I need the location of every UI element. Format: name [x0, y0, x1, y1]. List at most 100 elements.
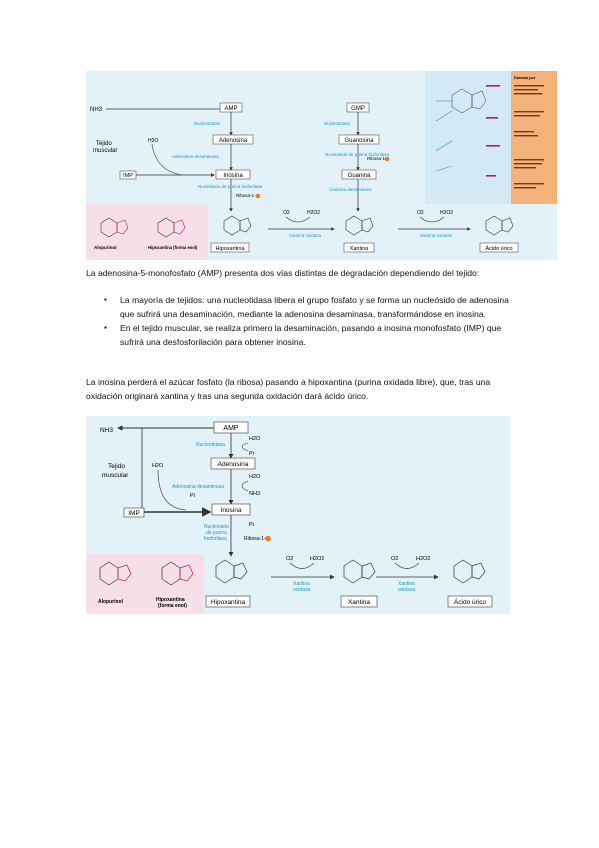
enzyme-nucleotidasa: Nucleotidasa — [194, 121, 221, 126]
enzyme-nucleotidasa-fig2: Nucleotidasa — [196, 442, 225, 448]
ribosa-label: Ribosa-1- — [236, 193, 256, 198]
pi-amp-label: Pi — [249, 451, 254, 457]
enzyme-nucleosido-fosforilasa: Nucleósido de purina fosforilasa — [198, 184, 263, 189]
figure-amp-degradation: NH3 Tejido muscular AMP Nucleotidasa H2O… — [86, 416, 510, 614]
h2o-curve — [151, 143, 183, 176]
guanina-label: Guanina — [348, 173, 371, 179]
side-legend-title: Donado por — [514, 76, 536, 80]
paragraph-inosina: La inosina perderá el azúcar fosfato (la… — [86, 377, 491, 401]
o2-label-1: O2 — [283, 210, 290, 216]
h2o-curve-imp — [157, 469, 187, 511]
tejido-label-1: Tejido — [96, 141, 112, 147]
h2o-amp-label: H2O — [249, 436, 261, 442]
phosphate-icon — [255, 193, 261, 199]
imp-label: IMP — [123, 173, 133, 179]
enzyme-xantina-ox-1b: oxidasa — [293, 587, 310, 593]
inhibitor-panel — [86, 204, 141, 260]
amp-label-2: AMP — [223, 425, 239, 432]
inosina-label: Inosina — [223, 173, 243, 179]
acido-urico-box-2 — [447, 595, 493, 608]
h2o-label: H2O — [148, 138, 158, 144]
adenosina-label: Adenosina — [219, 138, 248, 144]
h2o2-label-1: H2O2 — [307, 210, 320, 216]
hipox-enol-label-2: (forma enol) — [158, 603, 187, 609]
alopurinol-label-2: Alopurinol — [98, 599, 124, 605]
bullet-item-tejidos: La mayoría de tejidos: una nucleotidasa … — [100, 293, 520, 321]
hipoxantina-label: Hipoxantina — [215, 246, 245, 252]
oxidation-curve-2 — [419, 216, 445, 223]
h2o-ade-label: H2O — [249, 474, 261, 480]
guanosina-label: Guanosina — [344, 138, 374, 144]
amp-label: AMP — [224, 106, 237, 112]
xantina-label: Xantina — [350, 246, 370, 252]
xantina-box — [343, 242, 375, 253]
o2-label-fig2-1: O2 — [286, 556, 293, 562]
enzyme-xantina-oxidasa-2: Xantina oxidasa — [420, 233, 453, 238]
tejido-label-2a: Tejido — [108, 463, 125, 470]
guanosina-box — [338, 134, 380, 145]
adenosina-label-2: Adenosina — [218, 461, 249, 468]
paragraph-amp-intro: La adenosina-5-monofosfato (AMP) present… — [86, 268, 480, 278]
enzyme-nucleotidasa-2: Nucleotidasa — [324, 121, 351, 126]
inhibitor-panel-2 — [86, 554, 148, 614]
enzyme-adenosina-desaminasa-2: Adenosina desaminasa — [172, 484, 224, 490]
nh3-label-2: NH3 — [100, 427, 113, 434]
enzyme-nucleosido-3: fosforilasa — [204, 536, 227, 542]
side-arrows — [435, 100, 453, 172]
guanina-box — [341, 169, 377, 180]
xantina-label-2: Xantina — [348, 599, 370, 606]
tejido-label-2b: muscular — [102, 472, 129, 479]
o2-label-2: O2 — [417, 210, 424, 216]
side-structure-panel — [425, 71, 511, 204]
oxidation-curve-fig2-2 — [394, 562, 420, 569]
hipoxantina-box — [210, 242, 250, 253]
h2o2-label-fig2-2: H2O2 — [416, 556, 430, 562]
oxidation-curve-fig2-1 — [289, 562, 315, 569]
ring-structures — [100, 215, 514, 238]
inosina-box — [215, 169, 251, 180]
phosphate-icon-2 — [384, 156, 390, 162]
h2o2-label-fig2-1: H2O2 — [310, 556, 324, 562]
hipoxantina-box-2 — [205, 595, 251, 608]
acido-urico-label-2: Ácido úrico — [454, 597, 487, 606]
enol-panel-2 — [148, 554, 204, 614]
bullet-item-muscular: En el tejido muscular, se realiza primer… — [100, 321, 520, 349]
enzyme-nucleosido-1: Nucleósido — [204, 524, 229, 530]
hipoxantina-label-2: Hipoxantina — [211, 599, 246, 606]
h2o2-label-2: H2O2 — [440, 210, 453, 216]
side-purine-ring — [451, 88, 487, 114]
gmp-label: GMP — [351, 106, 365, 112]
inosina-label-2: Inosina — [221, 507, 242, 514]
phosphate-icon-fig2 — [265, 535, 271, 542]
hipoxantina-enol-label: Hipoxantina (forma enol) — [148, 245, 198, 250]
ribosa-label-fig2: Ribosa-1- — [244, 536, 266, 542]
enzyme-adenosina-desaminasa: Adenosina desaminasa — [172, 154, 219, 159]
adenosina-box-2 — [210, 457, 256, 470]
h2o-curve-amp — [241, 442, 249, 452]
enzyme-nucleosido-2: de purina — [206, 530, 227, 536]
enzyme-xantina-ox-2b: oxidasa — [398, 587, 415, 593]
bullet-list: La mayoría de tejidos: una nucleotidasa … — [100, 293, 520, 349]
hipox-enol-label-1: Hipoxantina — [156, 597, 185, 603]
enzyme-nucleosido-fosforilasa-2: Nucleósido de purina fosforilasa — [325, 152, 390, 157]
h2o-imp-label: H2O — [152, 463, 164, 469]
side-legend-lines — [514, 85, 544, 189]
enzyme-xantina-ox-2a: Xantina — [398, 581, 415, 587]
xantina-box-2 — [340, 595, 378, 608]
figure-purine-degradation-full: NH3 Tejido muscular AMP Nucleotidasa Ade… — [86, 71, 557, 260]
h2o-curve-ade — [241, 480, 249, 492]
pi-imp-label: Pi — [190, 493, 195, 499]
tejido-label-2: muscular — [93, 148, 117, 154]
acido-urico-box — [479, 242, 519, 253]
nh3-ade-label: NH3 — [249, 491, 260, 497]
oxidation-curve-1 — [285, 216, 311, 223]
acido-urico-label: Ácido úrico — [485, 245, 512, 252]
adenosina-box — [212, 134, 254, 145]
enzyme-xantina-oxidasa-1: Xantina oxidasa — [289, 233, 322, 238]
ribosa-label-2: Ribosa-1- — [367, 156, 387, 161]
o2-label-fig2-2: O2 — [391, 556, 398, 562]
enzyme-xantina-ox-1a: Xantina — [293, 581, 310, 587]
pi-ino-label: Pi — [249, 522, 254, 528]
enzyme-guanina-desaminasa: Guanina desaminasa — [329, 187, 372, 192]
nh3-label: NH3 — [90, 107, 103, 113]
